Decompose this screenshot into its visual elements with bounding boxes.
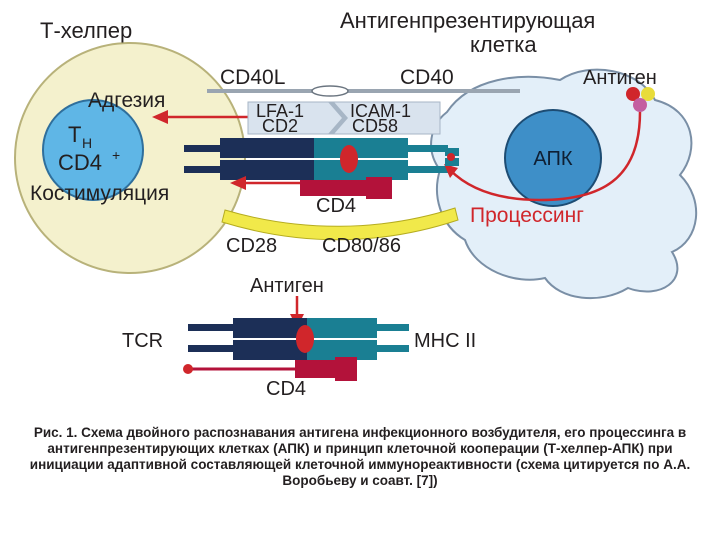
- antigen-blob-3: [633, 98, 647, 112]
- cd4-lower-end-dot: [183, 364, 193, 374]
- processing-arrow: [449, 111, 642, 202]
- mhc-lower-alpha: [307, 318, 377, 338]
- label-cd4-plus: CD4: [58, 150, 102, 175]
- label-adhesion: Адгезия: [88, 89, 165, 112]
- adhesion-arrowhead: [152, 110, 168, 124]
- label-processing: Процессинг: [470, 204, 584, 227]
- tcr-lower-tail-1: [188, 324, 236, 331]
- label-th-t: T: [68, 122, 81, 147]
- cd4-upper-end: [366, 177, 392, 199]
- antigen-blob-1: [626, 87, 640, 101]
- cd28-cd80-band: [221, 207, 459, 241]
- mhc-lower-beta: [307, 340, 377, 360]
- adhesion-band-divider: [328, 102, 348, 134]
- label-apc-title-line1: Антигенпрезентирующая: [340, 8, 595, 33]
- label-cd4-top: CD4: [316, 195, 356, 217]
- mhc-lower-tail-2: [375, 345, 409, 352]
- mhc-upper-alpha: [314, 138, 408, 158]
- label-tcr: TCR: [122, 330, 163, 352]
- tcr-upper-tail-1: [184, 145, 224, 152]
- tcr-lower-alpha: [233, 318, 307, 338]
- label-th-sub: H: [82, 135, 92, 151]
- caption-text: Схема двойного распознавания антигена ин…: [29, 425, 691, 488]
- label-cd80-86: CD80/86: [322, 235, 401, 257]
- mhc-upper-tail-2: [408, 166, 448, 173]
- tcr-upper-alpha: [220, 138, 314, 158]
- tcr-upper-beta: [220, 160, 314, 180]
- label-cd40: CD40: [400, 66, 454, 89]
- antigen-blob-2: [641, 87, 655, 101]
- mhc-upper-tail-1: [408, 145, 448, 152]
- apc-nucleus: [504, 109, 602, 207]
- tcr-upper-tail-2: [184, 166, 224, 173]
- label-apc-title-line2: клетка: [470, 32, 537, 57]
- tcr-lower-beta: [233, 340, 307, 360]
- label-t-helper: Т-хелпер: [40, 18, 132, 43]
- antigen-peptide-upper: [340, 145, 358, 173]
- label-antigen-bottom: Антиген: [250, 275, 324, 297]
- label-lfa1: LFA-1: [256, 101, 304, 121]
- tcr-lower-tail-2: [188, 345, 236, 352]
- label-mhc2: MHC II: [414, 330, 476, 352]
- cd40-junction: [311, 85, 349, 97]
- label-cd40l: CD40L: [220, 66, 285, 89]
- label-costimulation: Костимуляция: [30, 182, 169, 205]
- label-antigen-top: Антиген: [583, 67, 657, 89]
- processing-arrowhead: [444, 164, 458, 178]
- caption-lead: Рис. 1.: [33, 425, 78, 440]
- cd4-lower-block-2: [335, 357, 357, 381]
- mhc-upper-beta: [314, 160, 408, 180]
- t-helper-nucleus: [42, 99, 144, 201]
- label-cd4-plus-sup: +: [112, 147, 120, 163]
- mhc-lower-tail-1: [375, 324, 409, 331]
- apc-mhc-small-1: [445, 148, 459, 156]
- antigen-peptide-lower: [296, 325, 314, 353]
- figure-caption: Рис. 1. Схема двойного распознавания ант…: [20, 425, 700, 489]
- apc-antigen-small: [447, 153, 455, 161]
- costimulation-arrowhead: [230, 176, 246, 190]
- cd4-lower-block-1: [295, 360, 335, 378]
- apc-mhc-small-2: [445, 158, 459, 166]
- label-cd2: CD2: [262, 116, 298, 136]
- label-apc: АПК: [533, 148, 572, 170]
- immune-cooperation-diagram: Т-хелпер Антигенпрезентирующая клетка CD…: [14, 8, 698, 400]
- cd4-upper-block: [300, 180, 370, 196]
- label-icam1: ICAM-1: [350, 101, 411, 121]
- label-cd58: CD58: [352, 116, 398, 136]
- label-cd4-bottom: CD4: [266, 378, 306, 400]
- label-cd28: CD28: [226, 235, 277, 257]
